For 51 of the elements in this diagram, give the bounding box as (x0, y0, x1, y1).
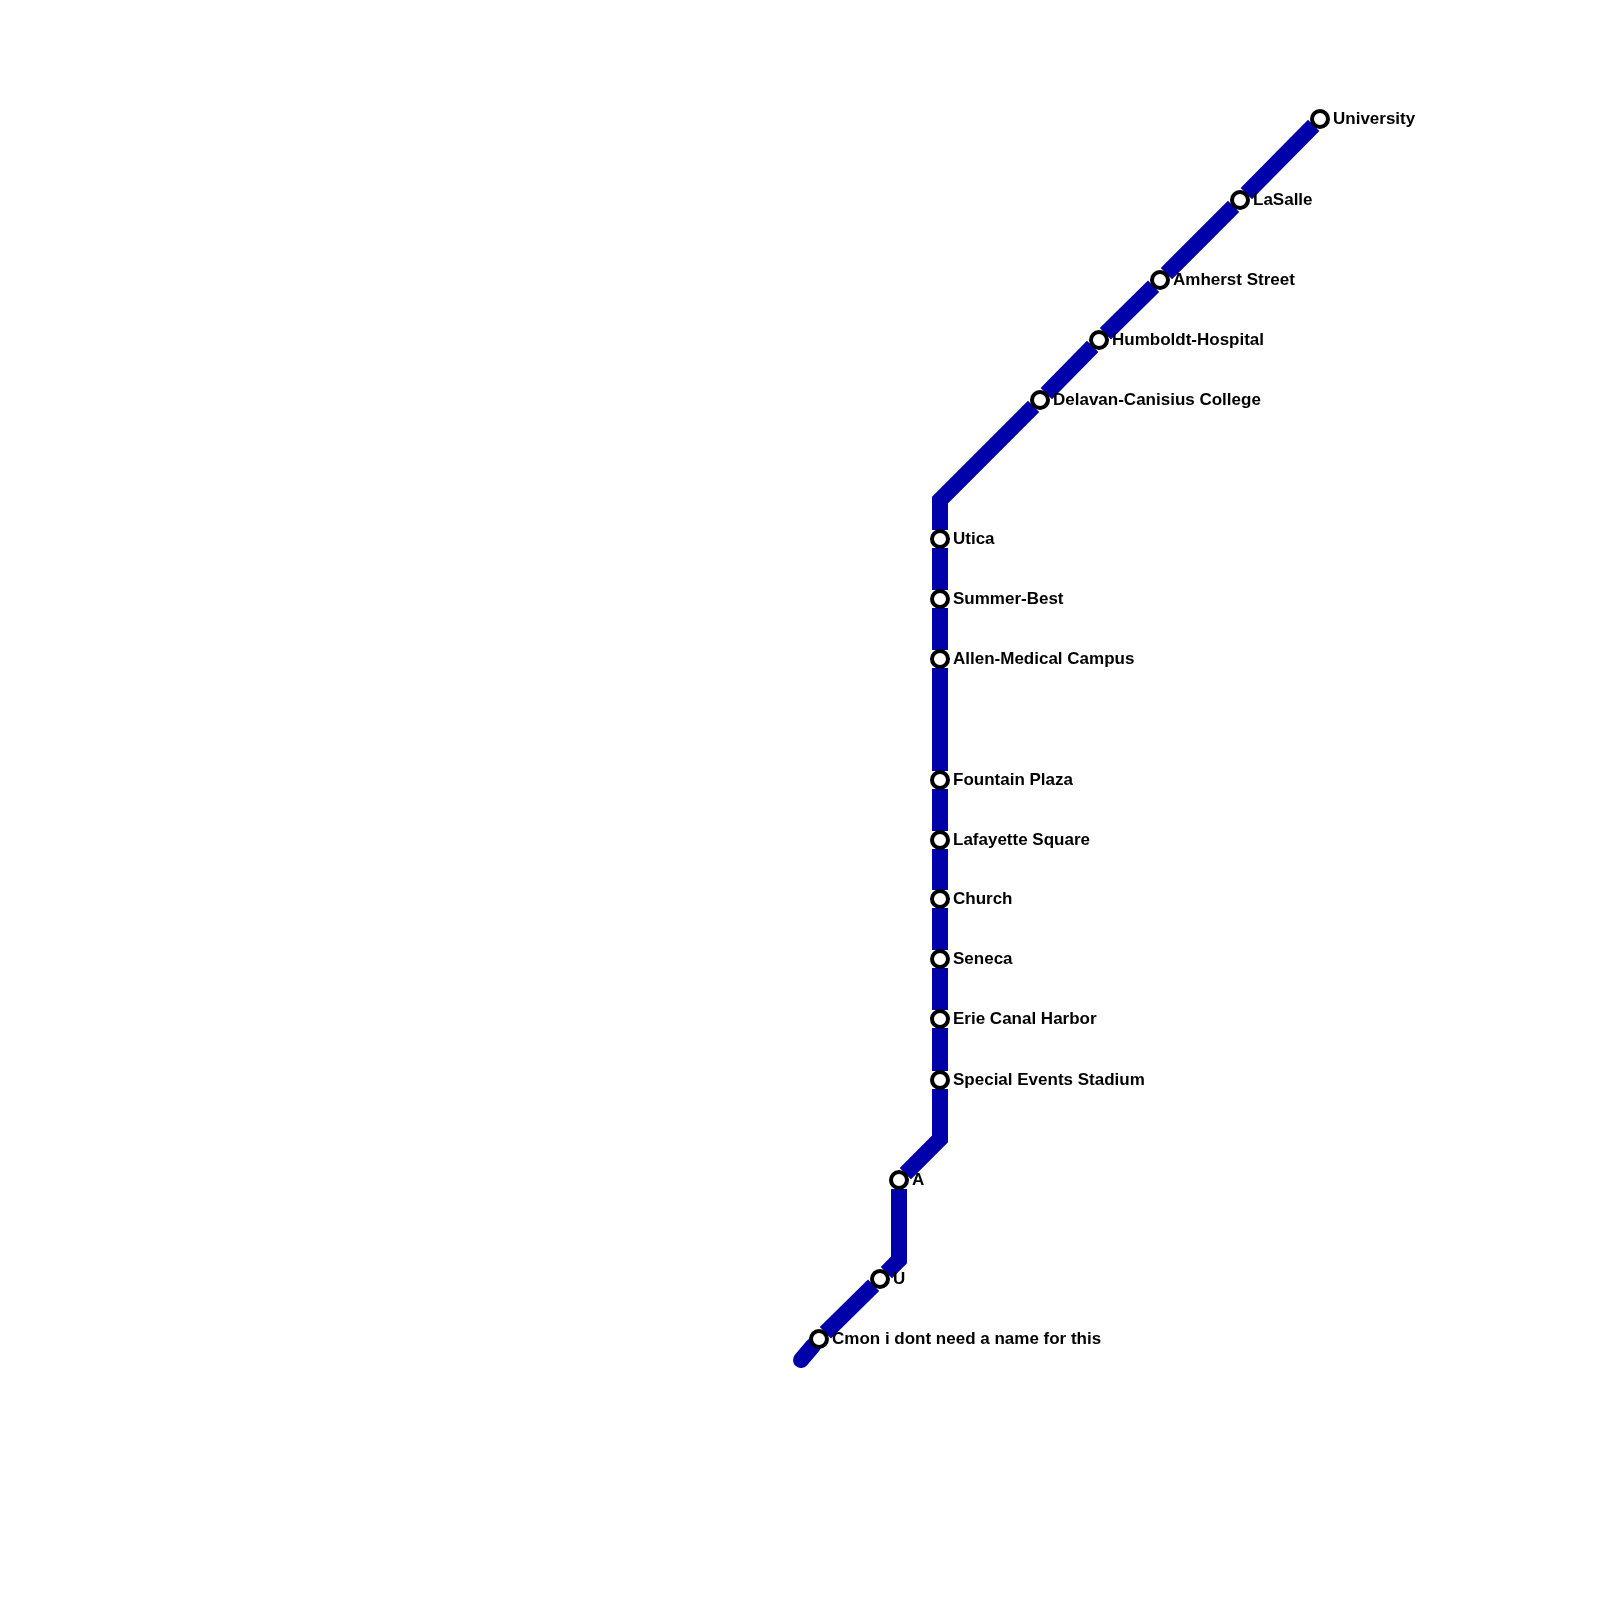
station-name: Church (953, 889, 1013, 909)
station-name: Seneca (953, 949, 1013, 969)
station (1149, 269, 1295, 291)
station-name: Amherst Street (1173, 270, 1295, 290)
transit-line (793, 1337, 822, 1368)
station-name: Fountain Plaza (953, 770, 1073, 790)
station-name: U (893, 1269, 906, 1289)
transit-line (932, 968, 948, 1010)
station (888, 1169, 925, 1191)
station (1029, 389, 1261, 411)
transit-line (932, 400, 1040, 530)
station-name: Humboldt-Hospital (1112, 330, 1265, 350)
transit-line (932, 849, 948, 890)
station (929, 588, 1064, 610)
station (929, 948, 1013, 970)
transit-line (932, 1028, 948, 1071)
station-name: Lafayette Square (953, 830, 1090, 850)
station-name: University (1333, 109, 1416, 129)
transit-line (932, 668, 948, 771)
station-name: Cmon i dont need a name for this (832, 1329, 1102, 1349)
station-name: Delavan-Canisius College (1053, 390, 1261, 410)
station (929, 769, 1073, 791)
transit-line (932, 548, 948, 590)
station (808, 1328, 1102, 1350)
transit-line (1160, 200, 1240, 280)
station (1309, 108, 1416, 130)
transit-line (1240, 119, 1320, 200)
station (1229, 189, 1313, 211)
transit-line (932, 908, 948, 950)
transit-line (932, 789, 948, 831)
transit-line (1040, 340, 1099, 400)
transit-line (819, 1279, 880, 1339)
transit-line (932, 608, 948, 650)
station (929, 829, 1090, 851)
station (929, 528, 995, 550)
station-name: Utica (953, 529, 995, 549)
station-name: Special Events Stadium (953, 1070, 1145, 1090)
station (929, 1069, 1145, 1091)
station-name: Allen-Medical Campus (953, 649, 1135, 669)
station-name: Erie Canal Harbor (953, 1009, 1097, 1029)
transit-line (1099, 280, 1160, 340)
station-name: Summer-Best (953, 589, 1064, 609)
station-name: A (912, 1170, 925, 1190)
station (929, 888, 1013, 910)
station (929, 1008, 1097, 1030)
transit-line (899, 1089, 948, 1180)
station (929, 648, 1135, 670)
station (1088, 329, 1265, 351)
station (869, 1268, 906, 1290)
station-name: LaSalle (1253, 190, 1313, 210)
transit-line (880, 1189, 907, 1279)
